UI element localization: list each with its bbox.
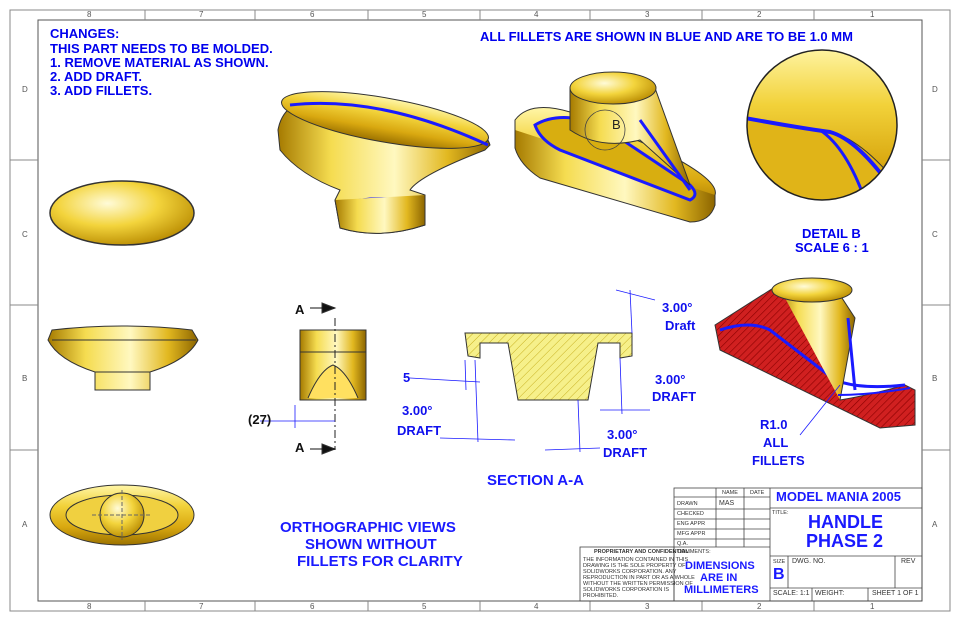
size-value: B <box>773 566 785 583</box>
side-view <box>260 302 367 455</box>
zone-col-2: 2 <box>757 10 762 19</box>
mfg-label: MFG APPR <box>677 531 706 537</box>
units-line-2: ARE IN <box>700 572 738 584</box>
bottom-view <box>49 484 195 546</box>
zone-row-b: B <box>22 374 28 383</box>
drawn-label: DRAWN <box>677 501 698 507</box>
zone-row-d: D <box>22 85 28 94</box>
iso-base <box>514 71 716 223</box>
dim-width-value: 27 <box>252 412 267 427</box>
ortho-note-3: FILLETS FOR CLARITY <box>297 553 463 570</box>
dim-lip: 5 <box>403 370 411 385</box>
zone-col-6-bottom: 6 <box>310 602 315 611</box>
prop-body-1: THE INFORMATION CONTAINED IN THIS <box>583 557 689 563</box>
units-line-1: DIMENSIONS <box>685 560 755 572</box>
draft-bottom-value: 3.00° <box>607 427 638 442</box>
fillet-callout-3: FILLETS <box>752 453 805 468</box>
zone-col-7: 7 <box>199 10 204 19</box>
iso-section-view <box>714 277 916 436</box>
draft-top-label: Draft <box>665 318 696 333</box>
dwg-label: DWG. NO. <box>792 558 826 565</box>
title-line-1: HANDLE <box>808 512 883 532</box>
zone-col-2-bottom: 2 <box>757 602 762 611</box>
section-a-a <box>464 332 633 401</box>
prop-body-2: DRAWING IS THE SOLE PROPERTY OF <box>583 563 686 569</box>
zone-col-7-bottom: 7 <box>199 602 204 611</box>
zone-col-4: 4 <box>534 10 539 19</box>
detail-marker: B <box>612 117 621 132</box>
ortho-note-2: SHOWN WITHOUT <box>305 536 437 553</box>
name-header: NAME <box>722 490 738 496</box>
detail-b-view <box>746 49 898 201</box>
sheet-text: SHEET 1 OF 1 <box>872 590 919 597</box>
notes-title: CHANGES: <box>50 26 120 41</box>
drawn-name: MAS <box>719 500 735 507</box>
section-dimensions <box>409 289 656 453</box>
fillet-note: ALL FILLETS ARE SHOWN IN BLUE AND ARE TO… <box>480 29 853 44</box>
zone-row-b-right: B <box>932 374 938 383</box>
rev-label: REV <box>901 558 916 565</box>
eng-label: ENG APPR <box>677 521 706 527</box>
title-block-grid <box>579 487 923 602</box>
prop-body-5: WITHOUT THE WRITTEN PERMISSION OF <box>583 581 693 587</box>
section-title: SECTION A-A <box>487 472 584 489</box>
fillet-callout-1: R1.0 <box>760 417 788 432</box>
draft-right-label: DRAFT <box>652 389 697 404</box>
detail-scale: SCALE 6 : 1 <box>795 240 869 255</box>
zone-col-3: 3 <box>645 10 650 19</box>
front-view <box>47 325 199 391</box>
notes-line-4: 3. ADD FILLETS. <box>50 83 153 98</box>
draft-left-label: DRAFT <box>397 423 442 438</box>
prop-body-6: SOLIDWORKS CORPORATION IS <box>583 587 670 593</box>
prop-title: PROPRIETARY AND CONFIDENTIAL <box>594 549 689 555</box>
qa-label: Q.A. <box>677 541 689 547</box>
top-view-oval <box>49 180 195 246</box>
notes-line-1: THIS PART NEEDS TO BE MOLDED. <box>50 41 273 56</box>
draft-left-value: 3.00° <box>402 403 433 418</box>
size-label: SIZE <box>773 559 786 565</box>
section-label-bottom: A <box>295 440 305 455</box>
notes-line-2: 1. REMOVE MATERIAL AS SHOWN. <box>50 55 269 70</box>
company-name: MODEL MANIA 2005 <box>776 489 901 504</box>
draft-right-value: 3.00° <box>655 372 686 387</box>
zone-col-4-bottom: 4 <box>534 602 539 611</box>
zone-row-d-right: D <box>932 85 938 94</box>
checked-label: CHECKED <box>677 511 704 517</box>
zone-col-8-bottom: 8 <box>87 602 92 611</box>
ortho-note-1: ORTHOGRAPHIC VIEWS <box>280 519 456 536</box>
draft-top-value: 3.00° <box>662 300 693 315</box>
date-header: DATE <box>750 490 765 496</box>
prop-body-3: SOLIDWORKS CORPORATION. ANY <box>583 569 677 575</box>
zone-col-8: 8 <box>87 10 92 19</box>
zone-col-5: 5 <box>422 10 427 19</box>
prop-body-7: PROHIBITED. <box>583 593 619 599</box>
fillet-callout-2: ALL <box>763 435 789 450</box>
zone-col-1-bottom: 1 <box>870 602 875 611</box>
prop-body-4: REPRODUCTION IN PART OR AS A WHOLE <box>583 575 695 581</box>
notes-line-3: 2. ADD DRAFT. <box>50 69 142 84</box>
zone-col-3-bottom: 3 <box>645 602 650 611</box>
zone-row-a-right: A <box>932 520 938 529</box>
zone-row-c: C <box>22 230 28 239</box>
section-label-top: A <box>295 302 305 317</box>
detail-title: DETAIL B <box>802 226 861 241</box>
comments-label: COMMENTS: <box>677 549 711 555</box>
units-line-3: MILLIMETERS <box>684 584 759 596</box>
zone-col-1: 1 <box>870 10 875 19</box>
draft-bottom-label: DRAFT <box>603 445 648 460</box>
dim-width: (27) <box>248 412 272 427</box>
title-label: TITLE: <box>772 510 789 516</box>
zone-col-5-bottom: 5 <box>422 602 427 611</box>
title-line-2: PHASE 2 <box>806 531 884 551</box>
iso-knob <box>277 91 491 234</box>
zone-row-a: A <box>22 520 28 529</box>
weight-text: WEIGHT: <box>815 590 845 597</box>
zone-col-6: 6 <box>310 10 315 19</box>
scale-text: SCALE: 1:1 <box>773 590 810 597</box>
zone-row-c-right: C <box>932 230 938 239</box>
